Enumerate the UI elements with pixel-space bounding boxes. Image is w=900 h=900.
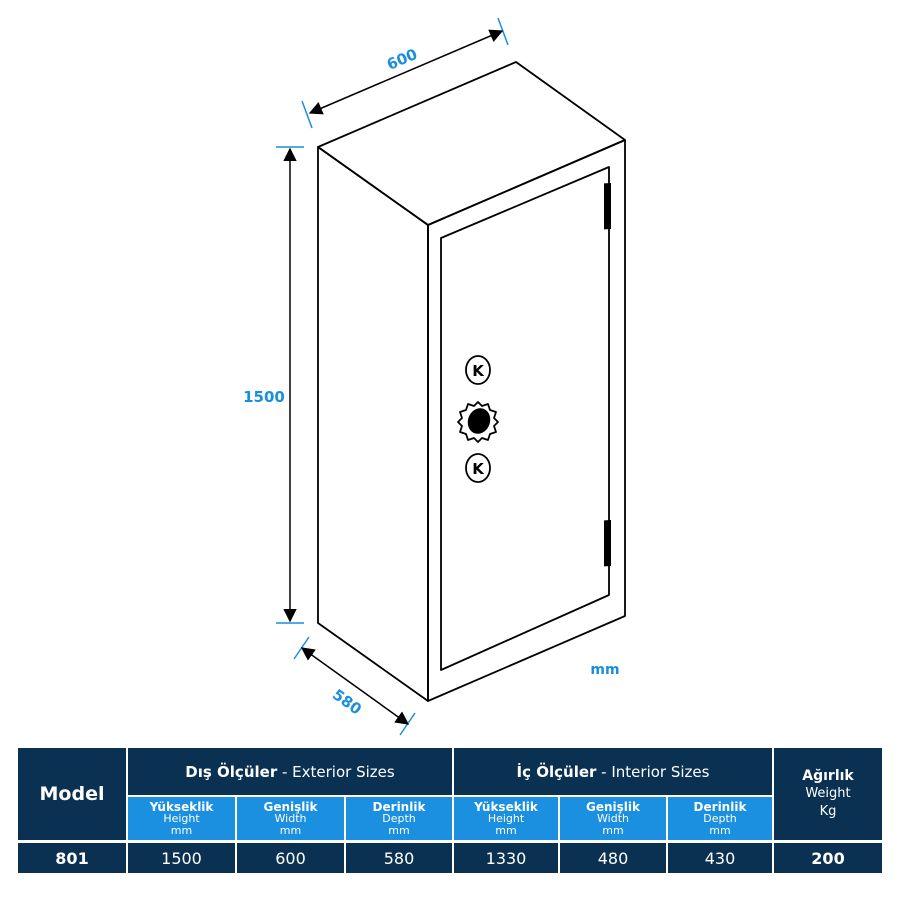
safe-front-face	[427, 139, 626, 702]
row-ext-depth: 580	[346, 843, 452, 873]
exterior-separator: -	[277, 762, 293, 781]
weight-header-tr: Ağırlık	[802, 768, 854, 784]
model-header: Model	[18, 748, 126, 840]
key-lock-top-icon: K	[465, 355, 491, 385]
dial-gear-icon	[457, 401, 499, 443]
key-lock-bottom-icon: K	[465, 453, 491, 483]
height-dimension: 1500	[243, 146, 304, 624]
weight-header-unit: Kg	[819, 804, 837, 819]
safe-side-face	[317, 146, 429, 702]
row-weight: 200	[774, 843, 882, 873]
safe-top-face	[317, 61, 626, 226]
row-ext-height: 1500	[128, 843, 235, 873]
exterior-width-header: Genişlik Width mm	[237, 797, 344, 840]
interior-title-tr: İç Ölçüler	[516, 762, 597, 781]
unit-label: mm	[590, 662, 619, 678]
interior-sizes-header: İç Ölçüler - Interior Sizes	[454, 748, 772, 795]
safe-dimension-drawing: K K 600 1500 580 mm	[243, 17, 626, 736]
hinge-bottom-icon	[604, 519, 611, 567]
height-dimension-label: 1500	[243, 388, 285, 406]
row-int-width: 480	[560, 843, 666, 873]
exterior-depth-header: Derinlik Depth mm	[346, 797, 452, 840]
hinge-top-icon	[604, 182, 611, 230]
svg-text:K: K	[472, 460, 485, 478]
exterior-height-header: Yükseklik Height mm	[128, 797, 235, 840]
weight-header-en: Weight	[805, 786, 851, 801]
safe-door-panel	[440, 166, 610, 671]
svg-text:K: K	[472, 362, 485, 380]
safe-body	[317, 61, 626, 702]
row-int-depth: 430	[668, 843, 772, 873]
depth-dimension: 580	[293, 636, 416, 736]
row-ext-width: 600	[237, 843, 344, 873]
model-header-label: Model	[39, 783, 105, 805]
exterior-sizes-header: Dış Ölçüler - Exterior Sizes	[128, 748, 452, 795]
width-dimension-label: 600	[384, 45, 420, 74]
row-model: 801	[18, 843, 126, 873]
interior-height-header: Yükseklik Height mm	[454, 797, 558, 840]
interior-depth-header: Derinlik Depth mm	[668, 797, 772, 840]
spec-table: Model Dış Ölçüler - Exterior Sizes İç Öl…	[18, 748, 882, 873]
depth-dimension-label: 580	[329, 685, 365, 718]
exterior-title-tr: Dış Ölçüler	[185, 762, 278, 781]
interior-title-en: Interior Sizes	[611, 762, 710, 781]
row-int-height: 1330	[454, 843, 558, 873]
exterior-title-en: Exterior Sizes	[292, 762, 395, 781]
interior-separator: -	[596, 762, 612, 781]
width-dimension: 600	[301, 17, 509, 129]
interior-width-header: Genişlik Width mm	[560, 797, 666, 840]
weight-header: Ağırlık Weight Kg	[774, 748, 882, 840]
